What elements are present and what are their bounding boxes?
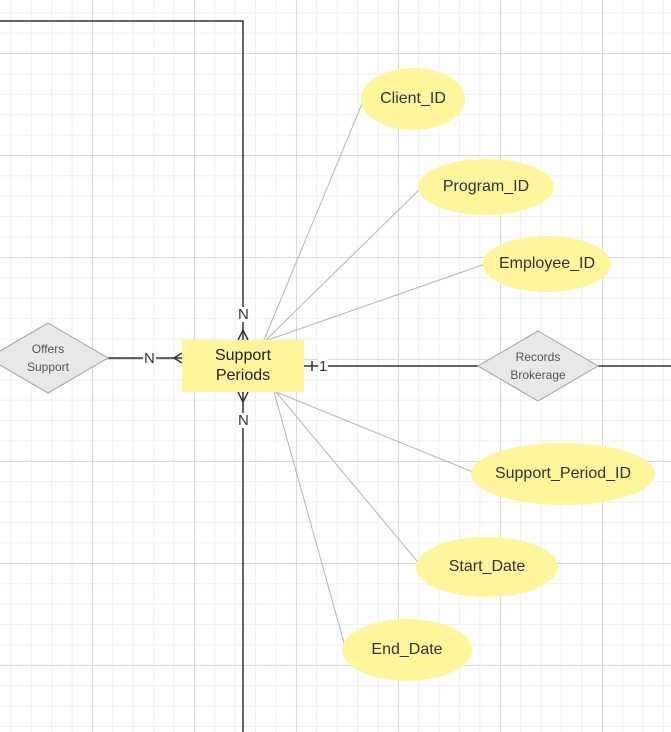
cardinality-bottom: N	[237, 412, 250, 429]
attr-line-support-period-id	[275, 391, 474, 473]
attribute-start-date[interactable]: Start_Date	[416, 537, 558, 597]
attribute-program-id[interactable]: Program_ID	[418, 159, 554, 215]
cardinality-left: N	[143, 350, 156, 367]
attribute-client-id[interactable]: Client_ID	[361, 68, 465, 130]
relationship-diamond-offers-support[interactable]	[0, 322, 109, 394]
attribute-support-period-id[interactable]: Support_Period_ID	[471, 443, 655, 505]
relationship-label-records-brokerage: Records Brokerage	[510, 350, 566, 382]
crows-foot-top	[237, 329, 249, 341]
attr-line-start-date	[275, 391, 423, 568]
relationship-label-offers-support: Offers Support	[26, 342, 70, 374]
crows-foot-bottom	[237, 391, 249, 403]
attribute-employee-id[interactable]: Employee_ID	[483, 236, 611, 292]
attr-line-program-id	[265, 186, 423, 341]
cardinality-right: 1	[318, 358, 329, 375]
attr-line-client-id	[263, 98, 365, 341]
relationship-diamond-records-brokerage[interactable]	[477, 330, 599, 402]
crows-foot-left	[173, 352, 183, 364]
attr-line-end-date	[273, 391, 347, 651]
entity-support-periods[interactable]: Support Periods	[182, 340, 304, 392]
attr-line-employee-id	[267, 263, 486, 341]
attribute-end-date[interactable]: End_Date	[342, 619, 472, 681]
rel-line-top	[0, 20, 244, 340]
cardinality-top: N	[237, 306, 250, 323]
